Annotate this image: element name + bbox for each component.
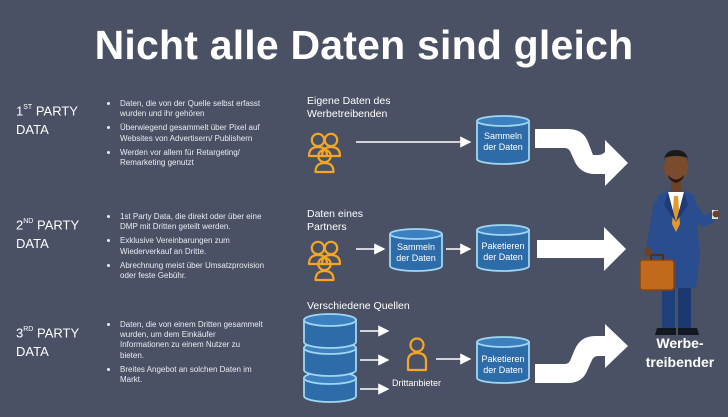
database-icon-paketieren-3 [476, 336, 530, 384]
drittanbieter-label: Drittanbieter [392, 378, 442, 388]
sammeln-label-2: Sammeln der Daten [396, 242, 436, 263]
bullet: Breites Angebot an solchen Daten im Mark… [106, 365, 266, 385]
database-icon-sammeln-2 [389, 228, 443, 272]
tier-3-suffix: RD [23, 326, 34, 333]
bullet: Abrechnung meist über Umsatzprovision od… [106, 261, 266, 281]
tier-3-line1: PARTY [36, 325, 80, 341]
database-icon-paketieren-2 [476, 224, 530, 272]
database-icon-sammeln-1 [476, 115, 530, 165]
tier-2-line2: DATA [16, 236, 49, 252]
bullet: Daten, die von der Quelle selbst erfasst… [106, 99, 276, 119]
tier-2-number: 2 [16, 217, 24, 233]
tier-1-label: 1ST PARTY DATA [16, 99, 78, 139]
bullet: 1st Party Data, die direkt oder über ein… [106, 212, 266, 232]
paketieren-label-2: Paketieren der Daten [481, 241, 525, 262]
row2-source-label: Daten eines Partners [307, 208, 364, 233]
bent-arrow-icon-3 [535, 324, 628, 383]
database-stack-icon [303, 313, 357, 403]
bent-arrow-icon-1 [535, 129, 628, 186]
buyer-line2: treibender [645, 354, 715, 370]
tier-2-suffix: ND [23, 218, 34, 225]
tier-1-line1: PARTY [35, 103, 78, 119]
tier-2-bullets: 1st Party Data, die direkt oder über ein… [106, 212, 266, 285]
page-title: Nicht alle Daten sind gleich [94, 22, 634, 68]
row1-source-label: Eigene Daten des Werbetreibenden [307, 95, 391, 120]
bullet: Exklusive Vereinbarungen zum Wiederverka… [106, 236, 266, 256]
buyer-label: Werbe- treibender [632, 334, 728, 372]
tier-1-line2: DATA [16, 122, 49, 138]
tier-3-bullets: Daten, die von einem Dritten gesammelt w… [106, 320, 266, 389]
tier-2-line1: PARTY [36, 217, 80, 233]
right-arrow-icon-2 [537, 227, 626, 271]
tier-1-bullets: Daten, die von der Quelle selbst erfasst… [106, 99, 276, 172]
tier-3-label: 3RD PARTY DATA [16, 321, 79, 361]
user-icon-drittanbieter [406, 337, 428, 372]
tier-3-line2: DATA [16, 344, 49, 360]
bullet: Werden vor allem für Retargeting/ Remark… [106, 148, 276, 168]
users-group-icon-1 [307, 132, 342, 174]
buyer-line1: Werbe- [656, 335, 704, 351]
sammeln-label-1: Sammeln der Daten [483, 131, 523, 152]
paketieren-label-3: Paketieren der Daten [481, 354, 525, 375]
tier-3-number: 3 [16, 325, 24, 341]
bullet: Daten, die von einem Dritten gesammelt w… [106, 320, 266, 361]
bullet: Überwiegend gesammelt über Pixel auf Web… [106, 123, 276, 143]
tier-1-suffix: ST [23, 104, 33, 111]
tier-1-number: 1 [16, 103, 24, 119]
tier-2-label: 2ND PARTY DATA [16, 213, 79, 253]
users-group-icon-2 [307, 240, 342, 282]
businessman-illustration [639, 150, 720, 335]
row3-source-label: Verschiedene Quellen [307, 300, 410, 312]
